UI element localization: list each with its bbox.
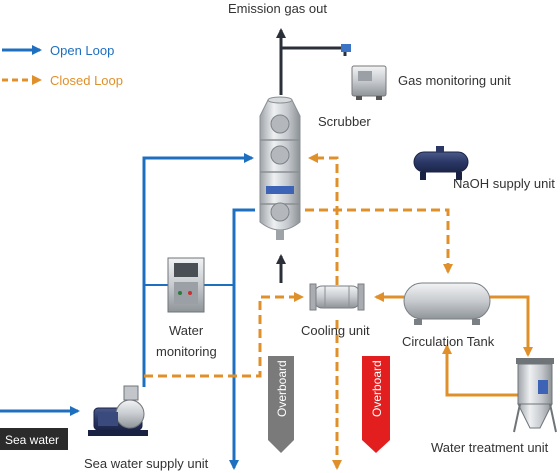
overboard-gray-label: Overboard [275, 360, 289, 417]
gas-sampling-line [281, 46, 347, 56]
closed-loop-line-seawater-to-cooling [144, 292, 304, 378]
circulation-tank-label: Circulation Tank [402, 334, 495, 349]
scrubber-label: Scrubber [318, 114, 371, 129]
closed-loop-line-treatment-to-tank [442, 344, 518, 397]
water-monitoring-label-line1: Water [169, 323, 204, 338]
emission-gas-out-label: Emission gas out [228, 1, 327, 16]
naoh-supply-unit-label: NaOH supply unit [453, 176, 555, 191]
circulation-tank [403, 282, 491, 325]
sea-water-badge: Sea water [0, 428, 68, 450]
gas-monitoring-unit-label: Gas monitoring unit [398, 73, 511, 88]
cooling-unit-label: Cooling unit [301, 323, 370, 338]
gas-sampling-valve [341, 44, 351, 52]
closed-loop-legend-label: Closed Loop [50, 73, 123, 88]
open-loop-line-seawater-to-scrubber [142, 153, 254, 387]
closed-loop-line-tank-to-treatment [490, 295, 533, 357]
gas-monitoring-unit [351, 65, 387, 100]
overboard-gray-indicator: Overboard [268, 356, 294, 453]
water-monitoring-cabinet [167, 257, 205, 313]
sea-water-label: Sea water [5, 433, 59, 447]
water-monitoring-label-line2: monitoring [156, 344, 217, 359]
open-loop-line-scrubber-to-overboard [229, 208, 255, 470]
sea-water-supply-unit-label: Sea water supply unit [84, 456, 209, 471]
closed-loop-line-cooling-to-scrubber [308, 153, 339, 285]
water-treatment-unit-label: Water treatment unit [431, 440, 549, 455]
sea-water-supply-pump [88, 385, 148, 436]
closed-loop-line-scrubber-to-tank [305, 208, 453, 274]
legend: Open Loop Closed Loop [2, 43, 123, 88]
scrubber-tower [259, 96, 301, 240]
overboard-red-indicator: Overboard [362, 356, 390, 453]
open-loop-legend-label: Open Loop [50, 43, 114, 58]
water-treatment-unit [513, 358, 557, 433]
naoh-supply-tank [413, 146, 469, 180]
overboard-red-label: Overboard [370, 360, 384, 417]
cooling-unit [309, 283, 365, 311]
